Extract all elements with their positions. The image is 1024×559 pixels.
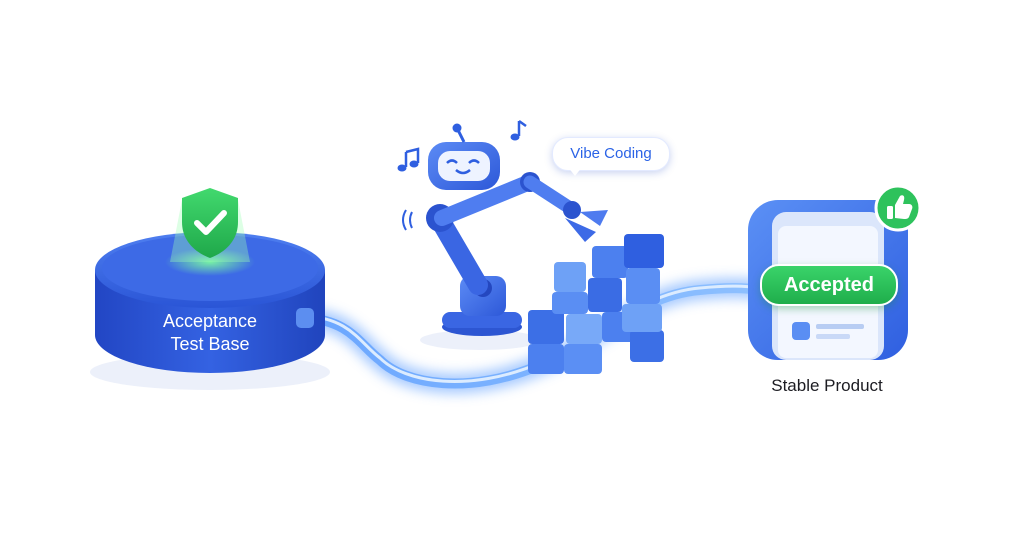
base-label-line1: Acceptance: [162, 311, 258, 331]
shield-check-icon: [165, 188, 255, 276]
speech-bubble-tail: [568, 167, 582, 176]
accepted-badge: Accepted: [760, 264, 898, 306]
stable-product-label: Stable Product: [771, 376, 883, 395]
building-blocks-icon: [528, 234, 664, 374]
speech-bubble: Vibe Coding: [552, 137, 670, 171]
music-note-icon: [510, 119, 527, 141]
robot-shadow: [420, 330, 540, 350]
thumbs-up-icon: [874, 184, 922, 232]
base-label-line2: Test Base: [170, 334, 250, 354]
accepted-label: Accepted: [783, 274, 875, 296]
tube-connector-left: [296, 308, 314, 328]
robot-arm-icon: [402, 123, 608, 336]
music-note-icon: [397, 147, 420, 172]
acceptance-test-base-label: Acceptance Test Base: [130, 310, 290, 356]
vibe-coding-label: Vibe Coding: [570, 145, 652, 162]
